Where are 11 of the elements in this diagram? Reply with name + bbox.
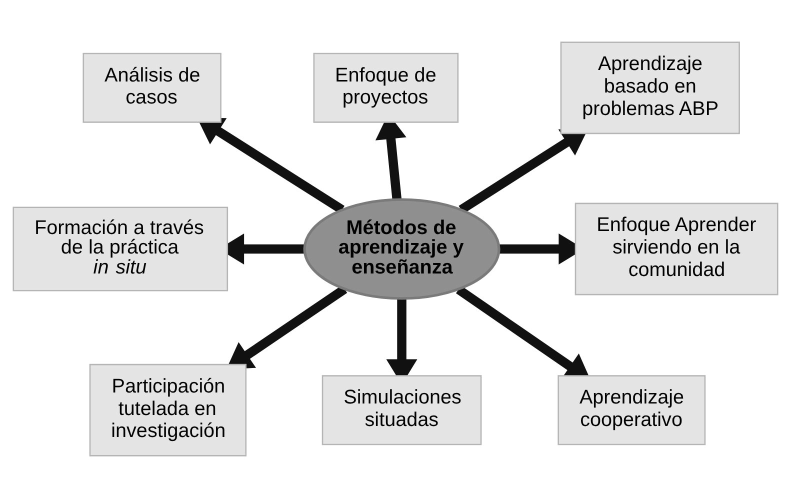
node-box: Aprendizaje cooperativo (558, 374, 706, 445)
node-box: Formación a través de la práctica in situ (12, 206, 228, 291)
node-box: Enfoque de proyectos (313, 52, 459, 122)
node-box: Análisis de casos (82, 52, 222, 122)
arrow (458, 128, 588, 214)
node-box: Aprendizaje basado en problemas ABP (560, 41, 740, 134)
node-box: Participación tutelada en investigación (89, 363, 247, 456)
node-ellipse: Métodos de aprendizaje y enseñanza (303, 198, 500, 300)
arrow (196, 117, 345, 214)
node-box: Simulaciones situadas (322, 374, 482, 445)
node-box: Enfoque Aprender sirviendo en la comunidad (574, 202, 778, 295)
